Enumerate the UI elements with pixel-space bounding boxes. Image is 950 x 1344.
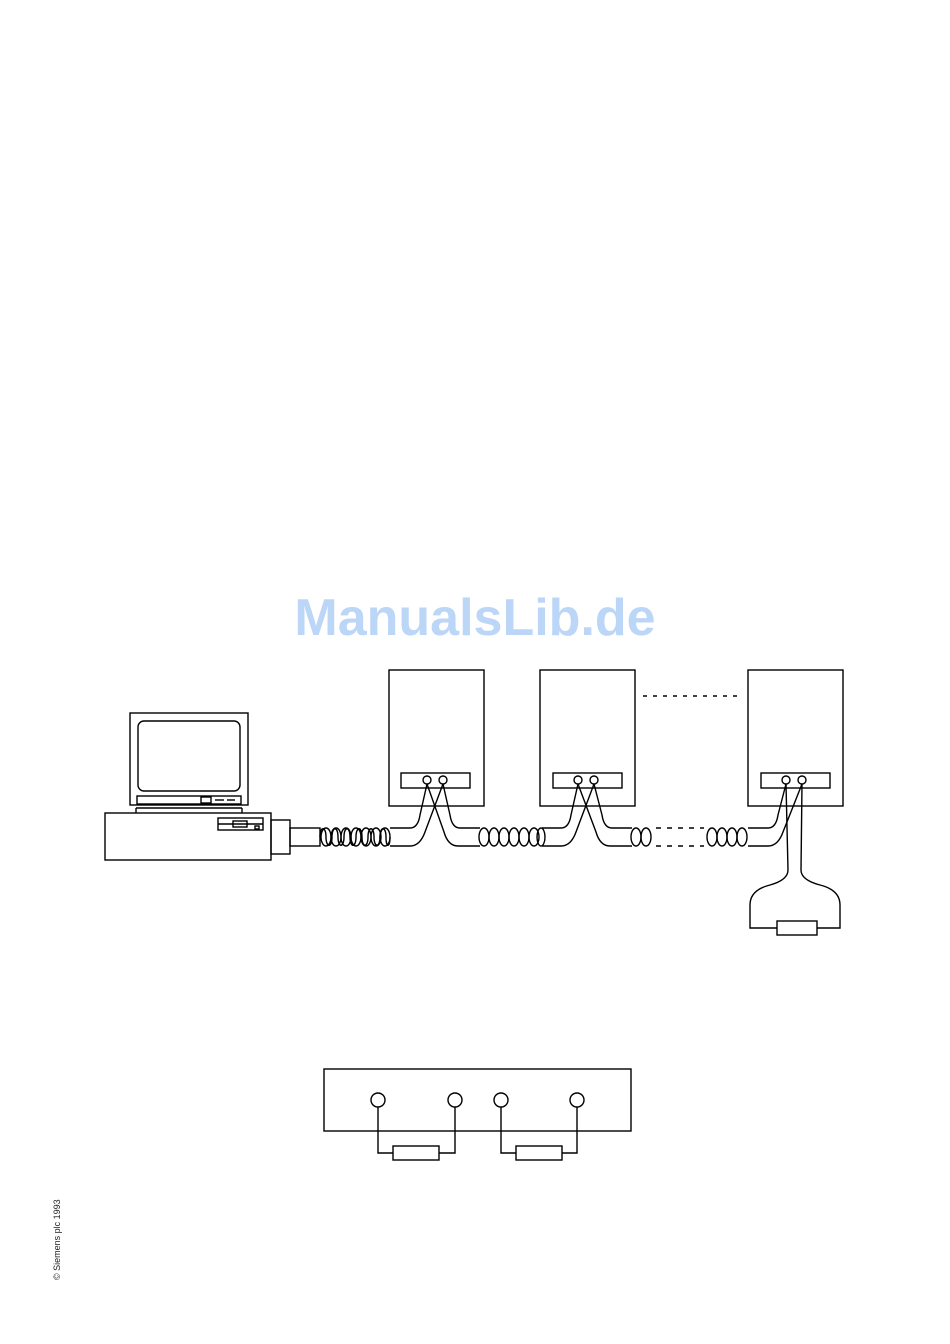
monitor-screen bbox=[138, 721, 240, 791]
system-unit bbox=[105, 813, 271, 860]
connector-strip bbox=[553, 773, 622, 788]
copyright-notice: © Siemens plc 1993 bbox=[52, 1199, 62, 1280]
terminal-block bbox=[324, 1069, 631, 1160]
monitor-base bbox=[137, 796, 241, 804]
resistor-2 bbox=[516, 1146, 562, 1160]
station-n-wiring bbox=[748, 784, 802, 846]
terminal bbox=[494, 1093, 508, 1107]
terminal bbox=[570, 1093, 584, 1107]
resistor-1 bbox=[393, 1146, 439, 1160]
terminal bbox=[448, 1093, 462, 1107]
station-1 bbox=[389, 670, 484, 806]
twisted-cable-3 bbox=[631, 828, 747, 846]
connector-strip bbox=[761, 773, 830, 788]
station-2-wiring bbox=[542, 784, 632, 846]
computer bbox=[105, 713, 320, 860]
interface-plug bbox=[271, 820, 290, 854]
station-1-wiring bbox=[390, 784, 480, 846]
twisted-cable-1 bbox=[320, 828, 390, 846]
twisted-cable-2 bbox=[479, 828, 545, 846]
connector-strip bbox=[401, 773, 470, 788]
resistor bbox=[777, 921, 817, 935]
station-2 bbox=[540, 670, 635, 806]
monitor-drive bbox=[201, 797, 211, 803]
station-n bbox=[748, 670, 843, 806]
terminal bbox=[371, 1093, 385, 1107]
